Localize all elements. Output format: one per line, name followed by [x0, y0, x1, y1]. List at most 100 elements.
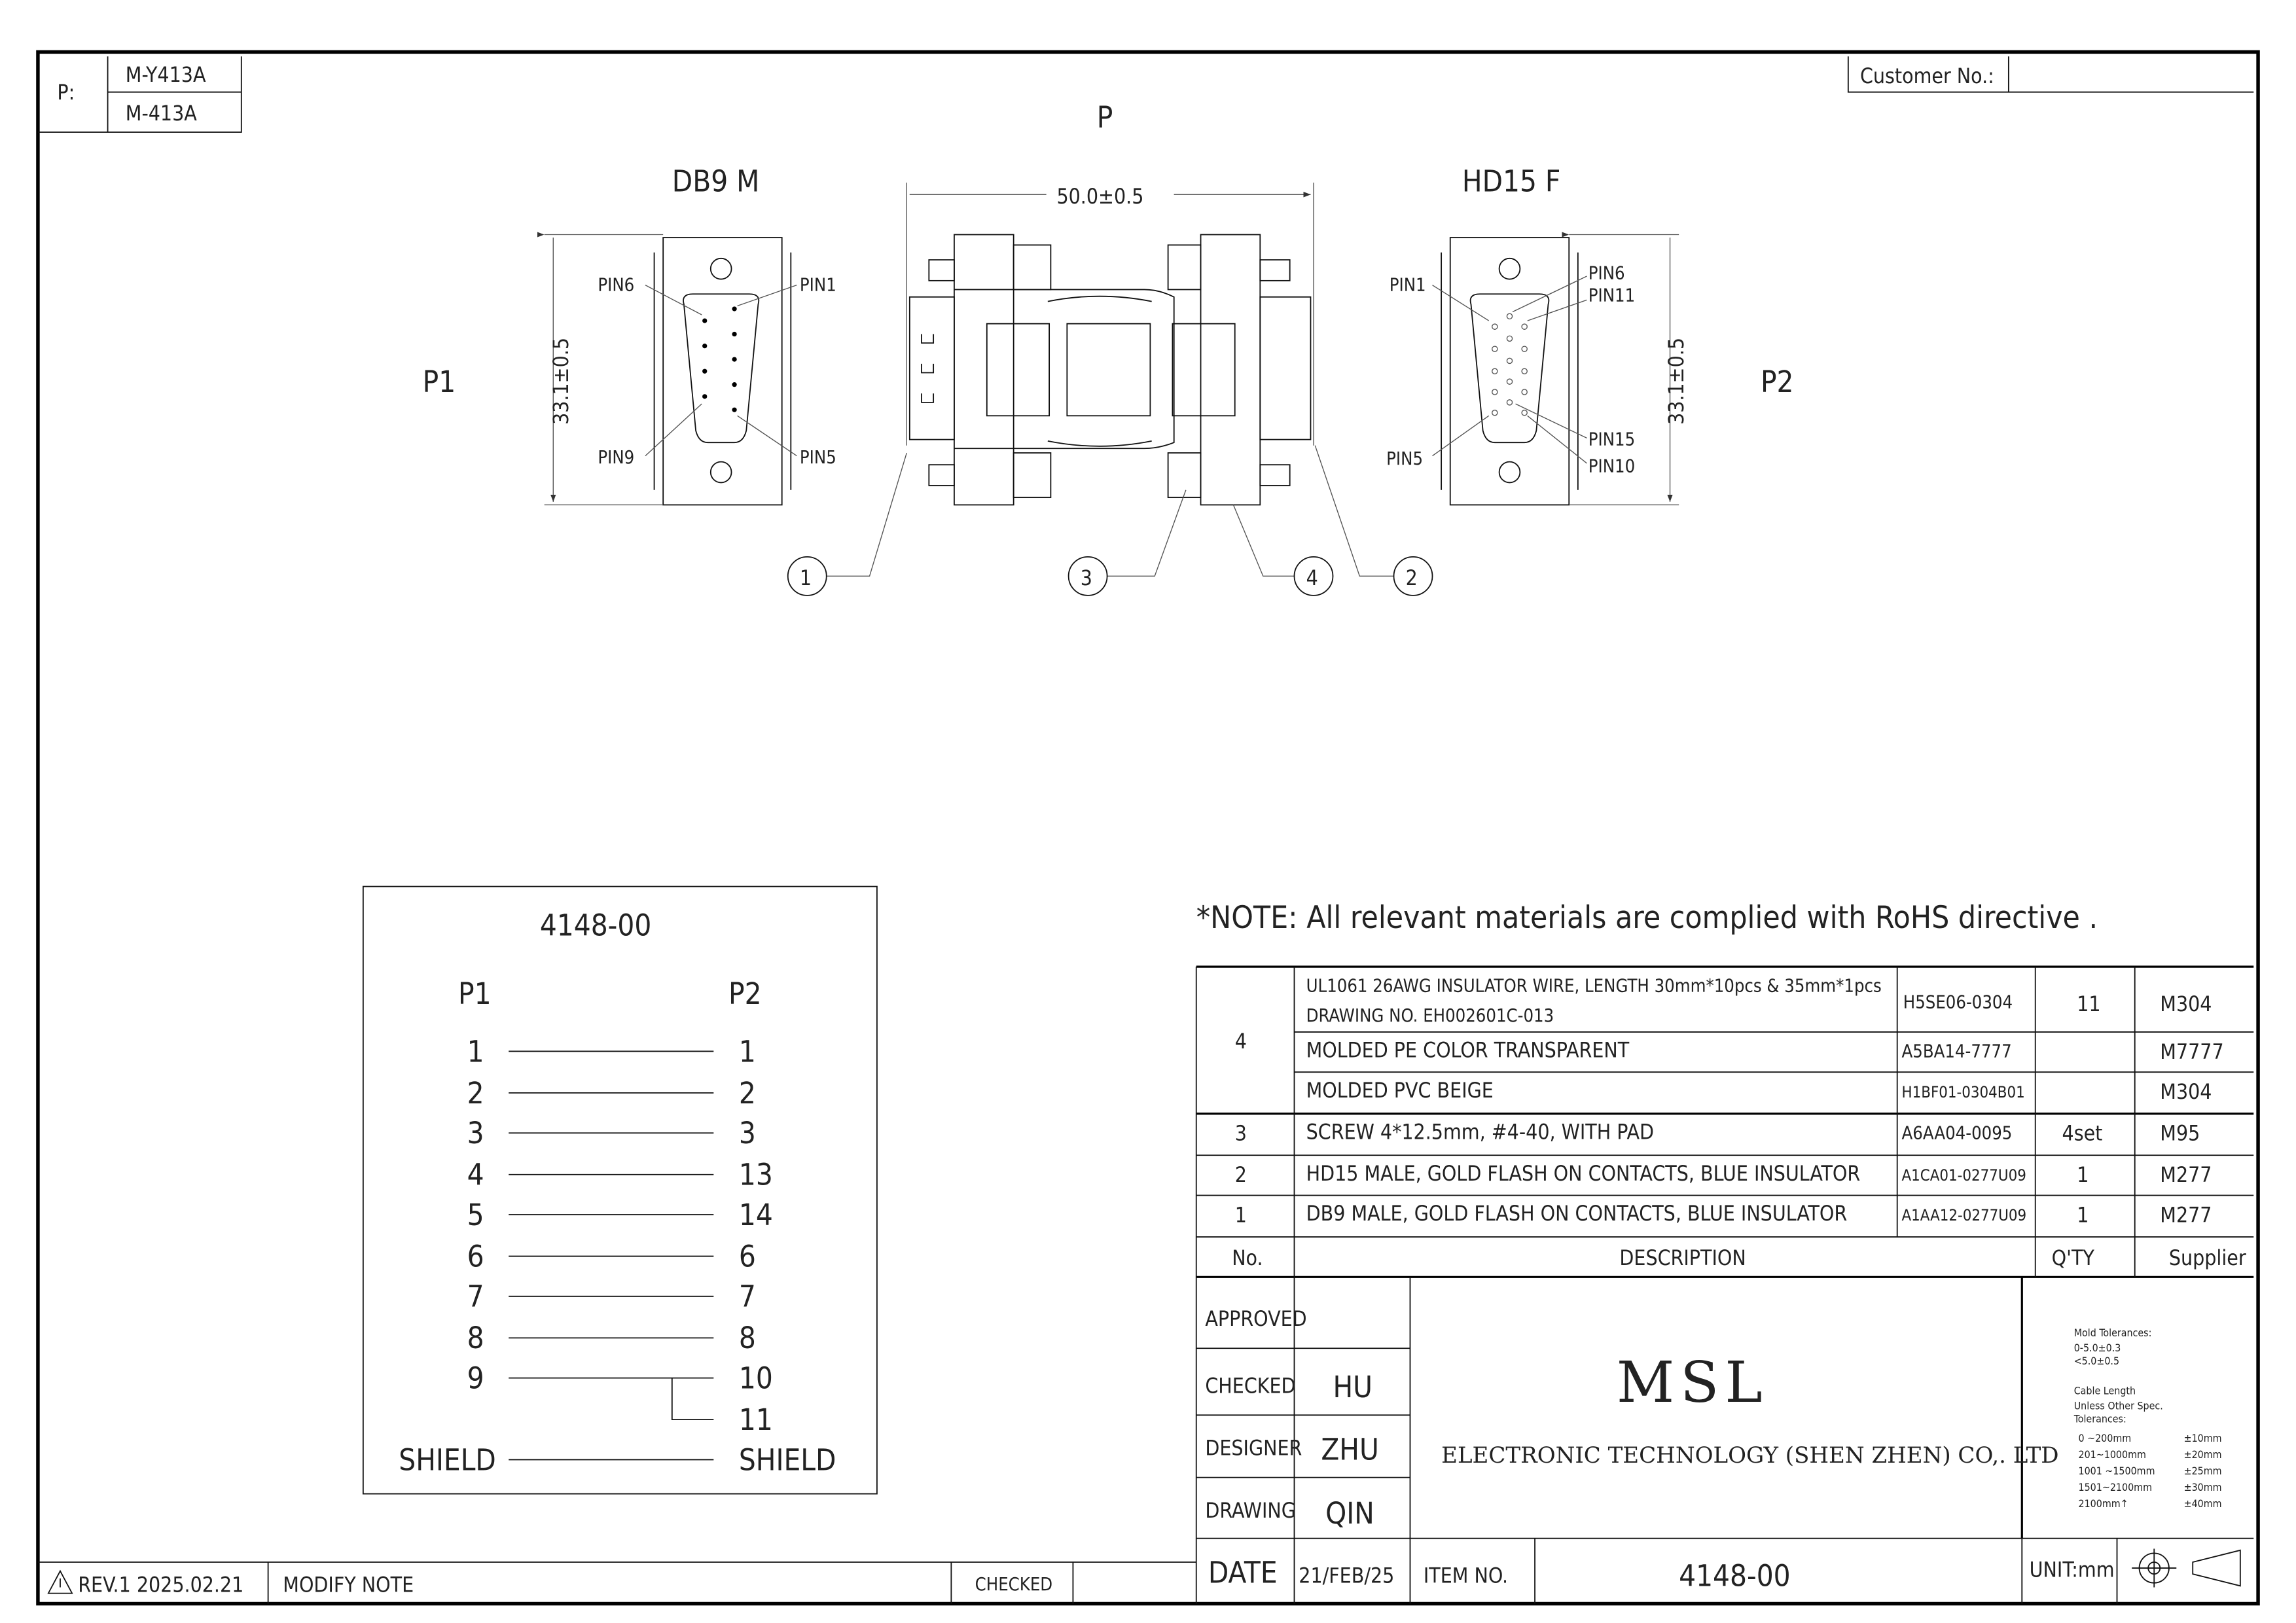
adapter-side-view: 50.0±0.5: [906, 183, 1314, 506]
bom-description: MOLDED PE COLOR TRANSPARENT: [1306, 1039, 1630, 1063]
checked-label: CHECKED: [1205, 1374, 1295, 1398]
left-connector-label: DB9 M: [672, 164, 760, 199]
hd15-front-view: PIN1 PIN6 PIN11 PIN5 PIN15 PIN10 33.1±0.…: [1386, 234, 1689, 505]
drawing-value: QIN: [1325, 1496, 1374, 1531]
bom-no: 1: [1235, 1204, 1247, 1227]
pinout-p1-pin: 2: [467, 1076, 484, 1111]
cable-range: 0 ~200mm: [2079, 1432, 2132, 1444]
wire-branch: [671, 1378, 714, 1421]
pinout-p2-pin: 2: [739, 1076, 756, 1111]
bom-part: A5BA14-7777: [1902, 1042, 2012, 1062]
db9-front-view: PIN6 PIN1 PIN9 PIN5 33.1±0.5: [545, 234, 836, 505]
bom-description: DB9 MALE, GOLD FLASH ON CONTACTS, BLUE I…: [1306, 1202, 1848, 1226]
pinout-p2-header: P2: [728, 976, 762, 1011]
approved-label: APPROVED: [1205, 1308, 1306, 1331]
pinout-p1-pin: SHIELD: [399, 1442, 496, 1477]
db9-pin9-label: PIN9: [598, 448, 634, 468]
bom-part: A1CA01-0277U09: [1902, 1166, 2026, 1185]
hd15-pin1-label: PIN1: [1390, 276, 1426, 296]
item-no-label: ITEM NO.: [1424, 1565, 1508, 1588]
bom-part: H1BF01-0304B01: [1902, 1083, 2025, 1101]
bom-supplier: M7777: [2160, 1041, 2223, 1064]
warning-triangle-icon: [47, 1569, 73, 1594]
unit-label: UNIT:mm: [2030, 1559, 2115, 1582]
db9-pin1-label: PIN1: [800, 276, 836, 296]
date-value: 21/FEB/25: [1299, 1565, 1394, 1588]
hd15-pin5-label: PIN5: [1386, 449, 1423, 469]
pinout-p1-pin: 7: [467, 1279, 484, 1314]
revision-label: REV.1 2025.02.21: [78, 1573, 243, 1597]
pinout-p2-pin: SHIELD: [739, 1442, 836, 1477]
cable-tolerance: ±20mm: [2184, 1448, 2222, 1461]
pinout-p2-pin: 6: [739, 1239, 756, 1274]
hd15-pin15-label: PIN15: [1588, 430, 1635, 450]
callouts: 1 3 4 2: [787, 445, 1433, 596]
hd15-pin11-label: PIN11: [1588, 286, 1635, 306]
modify-note: MODIFY NOTE: [283, 1573, 414, 1597]
pinout-p2-pin: 7: [739, 1279, 756, 1314]
pinout-p1-pin: 4: [467, 1158, 484, 1192]
p1-label: P1: [423, 365, 456, 399]
db9-height-dim: 33.1±0.5: [550, 338, 573, 425]
bom-qty: 4set: [2062, 1122, 2103, 1146]
pinout-p1-pin: 5: [467, 1198, 484, 1232]
checked-value: HU: [1333, 1370, 1372, 1404]
bom-supplier: M277: [2160, 1164, 2212, 1187]
cable-range: 2100mm↑: [2079, 1497, 2128, 1510]
mold-tolerance: <5.0±0.5: [2074, 1355, 2119, 1367]
callout-4: 4: [1306, 567, 1318, 590]
pinout-p2-pin: 3: [739, 1116, 756, 1150]
pinout-p1-pin: 9: [467, 1361, 484, 1396]
callout-1: 1: [800, 567, 812, 590]
pinout-p2-pin: 1: [739, 1034, 756, 1069]
cable-range: 1501~2100mm: [2079, 1481, 2152, 1493]
revision-checked: CHECKED: [975, 1575, 1052, 1595]
bom-no: 4: [1235, 1030, 1247, 1054]
pinout-title: 4148-00: [540, 908, 651, 942]
bom-no: 3: [1235, 1122, 1247, 1146]
bom-description: MOLDED PVC BEIGE: [1306, 1079, 1494, 1103]
bom-description: SCREW 4*12.5mm, #4-40, WITH PAD: [1306, 1120, 1654, 1144]
mold-tolerance: 0-5.0±0.3: [2074, 1342, 2121, 1354]
bom-qty: 1: [2077, 1204, 2089, 1227]
p2-label: P2: [1761, 365, 1794, 399]
db9-pin5-label: PIN5: [800, 448, 836, 468]
drawing-title: P: [1097, 100, 1113, 135]
item-no-value: 4148-00: [1679, 1558, 1790, 1593]
callout-2: 2: [1406, 567, 1418, 590]
sheet-border: [36, 50, 2260, 1606]
model-1: M-Y413A: [126, 63, 206, 87]
bom-description: HD15 MALE, GOLD FLASH ON CONTACTS, BLUE …: [1306, 1162, 1861, 1186]
cable-tolerance: ±30mm: [2184, 1481, 2222, 1493]
mold-tolerances-title: Mold Tolerances:: [2074, 1327, 2152, 1339]
pinout-p2-pin: 8: [739, 1321, 756, 1355]
company-logo: MSL: [1617, 1350, 1768, 1416]
cable-tolerance: ±25mm: [2184, 1465, 2222, 1477]
bom-part: A1AA12-0277U09: [1902, 1206, 2027, 1224]
bom-header-no: No.: [1232, 1247, 1263, 1270]
bom-part: A6AA04-0095: [1902, 1123, 2013, 1143]
bom-header-supplier: Supplier: [2169, 1247, 2246, 1270]
bom-supplier: M277: [2160, 1204, 2212, 1227]
callout-3: 3: [1081, 567, 1092, 590]
designer-value: ZHU: [1321, 1432, 1379, 1467]
revision-row: REV.1 2025.02.21 MODIFY NOTE CHECKED: [37, 1561, 1196, 1604]
pinout-p2-pin: 14: [739, 1198, 773, 1232]
cable-range: 201~1000mm: [2079, 1448, 2146, 1461]
bom-supplier: M95: [2160, 1122, 2200, 1146]
bom-qty: 11: [2077, 993, 2100, 1016]
right-connector-label: HD15 F: [1462, 164, 1560, 199]
bom-header-qty: Q'TY: [2052, 1247, 2095, 1270]
hd15-pin6-label: PIN6: [1588, 264, 1625, 284]
pinout-p1-pin: 3: [467, 1116, 484, 1150]
db9-pin6-label: PIN6: [598, 276, 634, 296]
length-dim: 50.0±0.5: [1056, 185, 1143, 209]
cable-range: 1001 ~1500mm: [2079, 1465, 2155, 1477]
drawing-label: DRAWING: [1205, 1499, 1296, 1523]
part-label: P:: [57, 81, 75, 105]
company-name: ELECTRONIC TECHNOLOGY (SHEN ZHEN) CO,. L…: [1441, 1442, 2058, 1469]
cable-title: Unless Other Spec.: [2074, 1399, 2163, 1412]
pinout-p1-pin: 6: [467, 1239, 484, 1274]
bom-supplier: M304: [2160, 993, 2212, 1016]
